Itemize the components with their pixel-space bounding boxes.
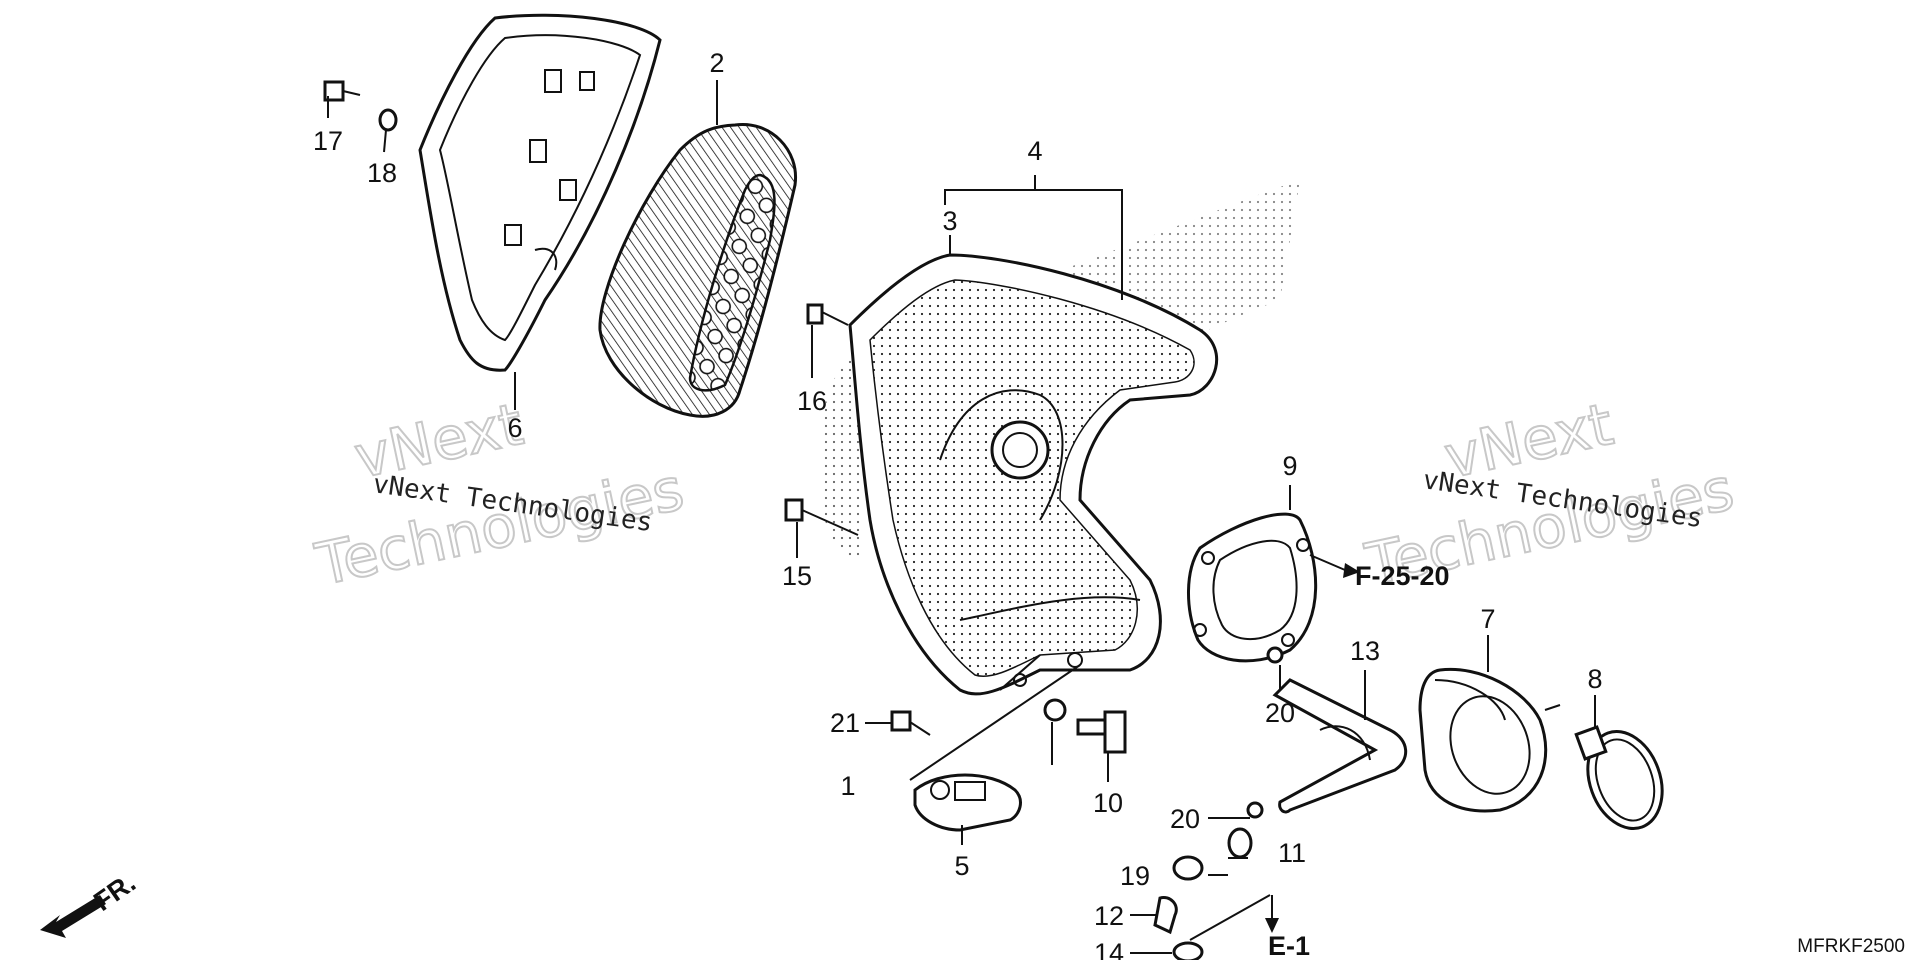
- callout-11: 11: [1278, 838, 1306, 868]
- callout-12: 12: [1094, 901, 1124, 931]
- callout-7: 7: [1480, 604, 1495, 634]
- inlet-duct: [1418, 667, 1561, 813]
- callout-17: 17: [313, 126, 343, 156]
- callout-15: 15: [782, 561, 812, 591]
- intake-joint: [1187, 512, 1318, 663]
- reference-e-1: E-1: [1268, 931, 1310, 960]
- arrow-icon: [40, 895, 106, 938]
- callout-16: 16: [797, 386, 827, 416]
- reference-arrows: [1265, 554, 1360, 933]
- callout-18: 18: [367, 158, 397, 188]
- callout-4: 4: [1027, 136, 1042, 166]
- front-direction-marker: FR.: [40, 867, 141, 938]
- callout-13: 13: [1350, 636, 1380, 666]
- watermark-left: vNext Technologies vNext Technologies: [309, 389, 691, 600]
- callout-5: 5: [954, 851, 969, 881]
- reference-f-25-20: F-25-20: [1355, 561, 1450, 591]
- air-cleaner-cover: [418, 13, 662, 372]
- callouts: 1 2 3 4 5 6 7 8 9 10 11 12 13 14 15 16 1…: [313, 48, 1603, 960]
- callout-6: 6: [507, 413, 522, 443]
- callout-20-upper: 20: [1265, 698, 1295, 728]
- callout-20-lower: 20: [1170, 804, 1200, 834]
- callout-10: 10: [1093, 788, 1123, 818]
- callout-2: 2: [709, 48, 724, 78]
- air-cleaner-case: [820, 180, 1300, 696]
- hardware: [323, 80, 1284, 960]
- callout-1: 1: [840, 771, 855, 801]
- leader-lines: [327, 80, 1596, 954]
- drawing-code: MFRKF2500: [1797, 936, 1905, 957]
- callout-14: 14: [1094, 938, 1124, 960]
- callout-3: 3: [942, 206, 957, 236]
- callout-21: 21: [830, 708, 860, 738]
- callout-9: 9: [1282, 451, 1297, 481]
- mounting-plate: [913, 773, 1022, 832]
- breather-tube: [1272, 678, 1408, 814]
- air-cleaner-element: [598, 122, 798, 418]
- band: [1574, 725, 1664, 830]
- callout-19: 19: [1120, 861, 1150, 891]
- callout-8: 8: [1587, 664, 1602, 694]
